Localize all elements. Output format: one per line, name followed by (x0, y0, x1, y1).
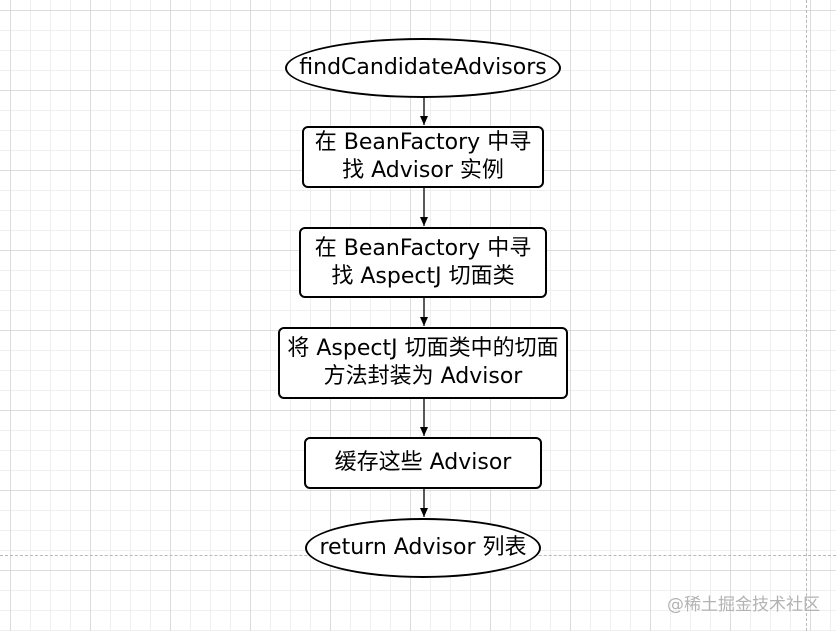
wrap-aspect-methods-node[interactable]: 将 AspectJ 切面类中的切面方法封装为 Advisor (278, 327, 568, 399)
watermark-text: @稀土掘金技术社区 (667, 595, 820, 615)
page-boundary-vertical (806, 0, 807, 631)
end-node[interactable]: return Advisor 列表 (305, 518, 541, 578)
cache-advisors-node[interactable]: 缓存这些 Advisor (304, 437, 542, 489)
find-advisor-instances-node[interactable]: 在 BeanFactory 中寻找 Advisor 实例 (302, 126, 544, 188)
find-aspectj-classes-node[interactable]: 在 BeanFactory 中寻找 AspectJ 切面类 (299, 227, 547, 298)
start-node[interactable]: findCandidateAdvisors (285, 38, 561, 98)
